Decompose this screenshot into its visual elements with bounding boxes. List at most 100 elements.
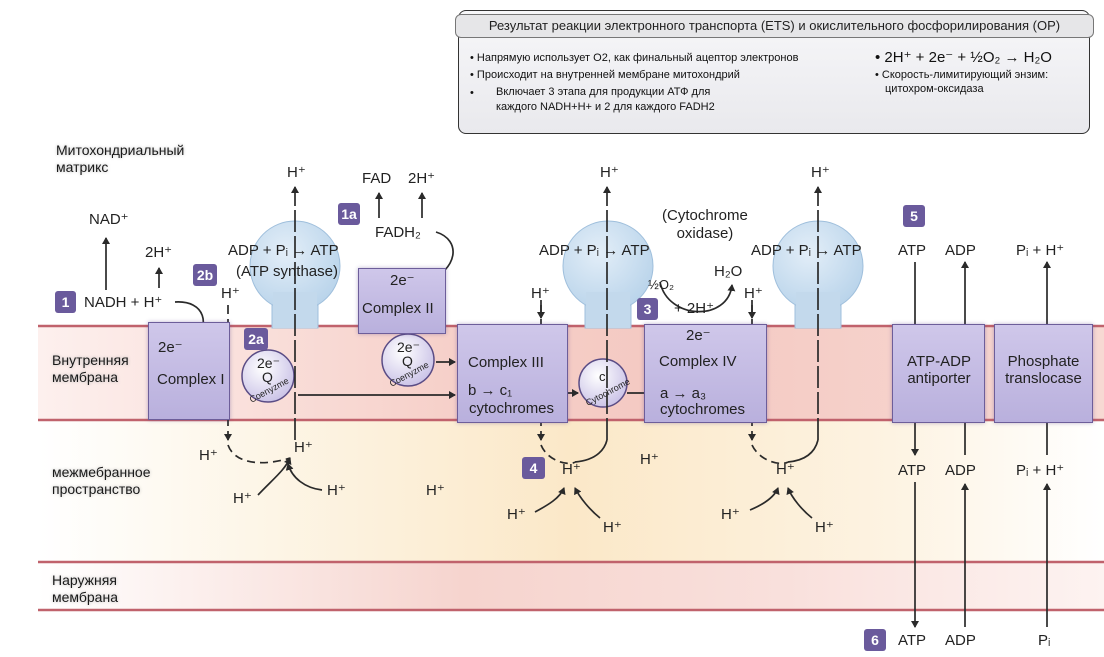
badge-2a: 2a	[244, 328, 268, 350]
arrow-ims-1a	[257, 457, 292, 496]
arrow-ims-3b	[786, 487, 813, 519]
phosphate-translocase	[994, 324, 1093, 423]
complex-1-label: Complex I	[157, 371, 225, 388]
arrow-o2-h2o	[659, 281, 736, 313]
badge-3: 3	[637, 298, 658, 320]
h-ims-10: H⁺	[776, 461, 795, 478]
arrow-ims-1b	[285, 463, 323, 491]
arc-ims-2	[540, 444, 576, 465]
h-ims-5: H⁺	[426, 482, 445, 499]
info-bullet-2: • Происходит на внутренней мембране мито…	[470, 69, 740, 81]
complex-3-cytochromes-path: b → c₁	[468, 382, 513, 399]
h-ims-2: H⁺	[294, 439, 313, 456]
cytochrome-c-circle	[578, 358, 628, 408]
complex-4-label: Complex IV	[659, 353, 737, 370]
pi-h-ims-label: Pᵢ + H⁺	[1016, 462, 1065, 479]
h2o-label: H₂O	[714, 263, 743, 280]
half-o2-label: ½O₂	[648, 277, 674, 292]
synthase3-reaction: ADP + Pᵢ → ATP	[751, 242, 862, 259]
adp-matrix-label: ADP	[945, 242, 976, 259]
2h-label-1: 2H⁺	[145, 244, 173, 261]
atp-matrix-label: ATP	[898, 242, 927, 259]
info-bullet-3-line2: каждого NADH+H+ и 2 для каждого FADH2	[496, 101, 715, 113]
arc-ims-3	[751, 444, 789, 465]
coq2-q: Q	[402, 353, 413, 369]
complex-4-electrons: 2e⁻	[686, 327, 711, 344]
h-label-synthase3-out: H⁺	[811, 164, 830, 181]
info-bullet-3: •	[470, 87, 474, 99]
coq2-electrons: 2e⁻	[397, 339, 420, 355]
h-label-synthase2-out: H⁺	[600, 164, 619, 181]
atp-synthase-2	[562, 220, 654, 329]
info-rate-limit-1: • Скорость-лимитирующий энзим:	[875, 69, 1049, 81]
h-ims-1: H⁺	[199, 447, 218, 464]
h-ims-4: H⁺	[327, 482, 346, 499]
badge-1: 1	[55, 291, 76, 313]
complex-4-cytochromes-label: cytochromes	[660, 401, 746, 418]
arc-ims-2b	[574, 439, 608, 463]
h-ims-8: H⁺	[507, 506, 526, 523]
badge-6: 6	[864, 629, 886, 651]
complex-2	[358, 268, 446, 334]
atp-ims-label: ATP	[898, 462, 927, 479]
fad-label: FAD	[362, 170, 392, 187]
h-ims-11: H⁺	[721, 506, 740, 523]
synthase1-reaction: ADP + Pᵢ → ATP	[228, 242, 339, 259]
complex-1	[148, 322, 230, 420]
pi-h-matrix-label: Pᵢ + H⁺	[1016, 242, 1065, 259]
arrow-ims-2a	[534, 487, 566, 513]
fadh2-label: FADH₂	[375, 224, 421, 241]
complex-2-electrons: 2e⁻	[390, 272, 415, 289]
coenzyme-q-2-circle	[381, 333, 435, 387]
plus-2h-label: + 2H⁺	[674, 300, 715, 317]
arc-ims-1	[227, 444, 291, 464]
info-rate-limit-2: цитохром-оксидаза	[885, 83, 984, 95]
coq1-q: Q	[262, 369, 273, 385]
nad-label: NAD⁺	[89, 211, 129, 228]
h-ims-3: H⁺	[233, 490, 252, 507]
synthase1-name: (ATP synthase)	[236, 263, 338, 280]
cytc-c: c	[599, 369, 606, 384]
complex-4-cytochromes-path: a → a₃	[660, 385, 707, 402]
h-label-synthase1-out: H⁺	[287, 164, 306, 181]
h-ims-9: H⁺	[603, 519, 622, 536]
info-equation: • 2H⁺ + 2e⁻ + ½O₂ → H₂O	[875, 49, 1052, 66]
h-label-complex4-in: H⁺	[744, 285, 763, 302]
info-bullet-3-line1: Включает 3 этапа для продукции АТФ для	[496, 86, 711, 98]
badge-2b: 2b	[193, 264, 217, 286]
complex-2-label: Complex II	[362, 300, 434, 317]
intermembrane-space	[38, 420, 1104, 562]
coq1-electrons: 2e⁻	[257, 355, 280, 371]
badge-1a: 1a	[338, 203, 360, 225]
info-bullet-1: • Напрямую использует O2, как финальный …	[470, 52, 799, 64]
h-label-complex3-in: H⁺	[531, 285, 550, 302]
adp-ims-label: ADP	[945, 462, 976, 479]
h-ims-12: H⁺	[815, 519, 834, 536]
atp-cytosol-label: ATP	[898, 632, 927, 649]
badge-5: 5	[903, 205, 925, 227]
complex-3-label: Complex III	[468, 354, 544, 371]
atp-adp-antiporter	[892, 324, 985, 423]
pi-cytosol-label: Pᵢ	[1038, 632, 1051, 649]
complex-3	[457, 324, 568, 423]
h-label-complex1-in: H⁺	[221, 285, 240, 302]
coenzyme-q-1-circle	[241, 349, 295, 403]
synthase2-reaction: ADP + Pᵢ → ATP	[539, 242, 650, 259]
2h-label-2: 2H⁺	[408, 170, 436, 187]
info-box-title: Результат реакции электронного транспорт…	[455, 14, 1094, 38]
arrow-ims-2b	[574, 487, 601, 519]
h-ims-7: H⁺	[640, 451, 659, 468]
complex-4	[644, 324, 767, 423]
h-ims-6: H⁺	[562, 461, 581, 478]
badge-4: 4	[522, 457, 545, 479]
nadh-label: NADH + H⁺	[84, 294, 163, 311]
complex-1-electrons: 2e⁻	[158, 339, 183, 356]
arc-ims-3b	[787, 439, 819, 463]
